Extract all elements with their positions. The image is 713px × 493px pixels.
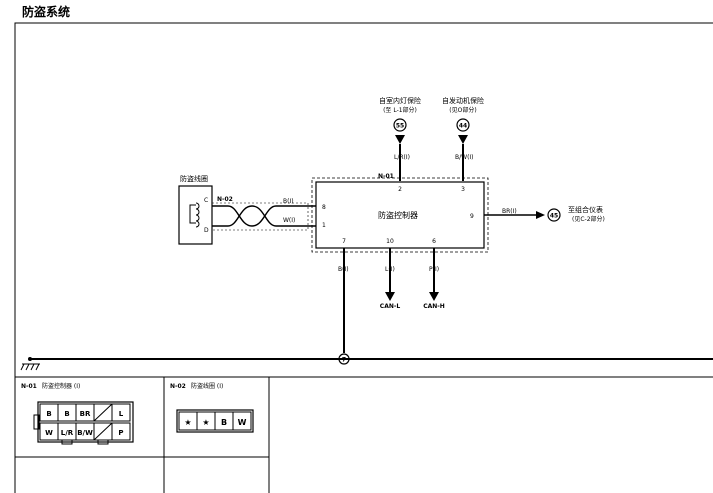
twisted-shield [212, 202, 309, 231]
twisted-pair-wires: B(I) W(I) [212, 198, 316, 231]
controller-title: 防盗控制器 [378, 210, 418, 220]
n01-cell-label: B [46, 410, 51, 418]
n01-latch [33, 414, 40, 430]
n02-cell-label: ★ [184, 418, 191, 427]
n02-housing [176, 409, 254, 433]
combo-arrow-icon [536, 211, 545, 219]
combo-circle-num: 45 [550, 213, 558, 220]
pin-7: 7 [342, 238, 346, 245]
n01-cell [111, 403, 131, 422]
ground-ref-circle [338, 353, 350, 365]
fuse-left-ref-circle [393, 118, 407, 132]
ground-hatch-1 [20, 363, 25, 371]
fuse-right-circle-num: 44 [459, 123, 467, 130]
n01-cell [111, 422, 131, 441]
pin-2: 2 [398, 186, 402, 193]
coil-body [178, 185, 213, 245]
wire-bw-label: B/W(I) [455, 154, 474, 161]
controller-connector-code: N-01 [378, 173, 394, 180]
wire-lr-label: L/R(I) [394, 154, 410, 161]
pin-10: 10 [386, 238, 394, 245]
fuse-left-ref: (至 L-1部分) [383, 106, 417, 114]
diagram-frame [14, 22, 713, 493]
n02-label: 防盗线圈 (I) [191, 382, 223, 390]
wire-w-coil [212, 205, 316, 227]
antitheft-controller: N-01 防盗控制器 2 3 8 1 9 7 10 6 [311, 173, 489, 253]
n02-cell-label: W [238, 418, 247, 427]
pin-1: 1 [322, 222, 326, 229]
n01-cell-label: B [64, 410, 69, 418]
n01-label: 防盗控制器 (I) [42, 382, 80, 390]
wire-b-top-label: B(I) [283, 198, 294, 205]
n01-code: N-01 [21, 383, 37, 390]
page-title: 防盗系统 [22, 4, 70, 19]
n02-cell [232, 411, 252, 431]
output-combo-meter: BR(I) 45 至组合仪表 (见C-2部分) [484, 205, 605, 223]
fuse-left-arrow-icon [395, 135, 405, 144]
coil-pin-c: C [204, 197, 208, 204]
wire-p-label: P(I) [429, 266, 439, 273]
coil-symbol-icon [189, 204, 196, 224]
n02-cell-label: B [221, 418, 227, 427]
fuse-right-arrow-icon [458, 135, 468, 144]
ground-hatch-3 [30, 363, 35, 371]
ground-node [28, 357, 32, 361]
ground-hatch-4 [35, 363, 40, 371]
fuse-right-title: 自发动机保险 [442, 96, 484, 105]
ground-hatch-2 [25, 363, 30, 371]
combo-title: 至组合仪表 [568, 205, 603, 214]
pin-3: 3 [461, 186, 465, 193]
wire-w-label: W(I) [283, 217, 295, 224]
wire-b-coil [212, 205, 316, 227]
n01-empty-cell-slash [93, 422, 113, 441]
n02-cell-label: ★ [202, 418, 209, 427]
coil-connector-code: N-02 [217, 196, 233, 203]
wire-b-bottom-label: B(I) [338, 266, 349, 273]
fuse-source-right: 自发动机保险 (见O部分) 44 B/W(I) [442, 96, 484, 181]
bottom-wires: B(I) L(I) CAN-L P(I) CAN-H [338, 248, 445, 353]
antitheft-coil: 防盗线圈 C D N-02 [178, 174, 233, 245]
n01-cell-label: BR [80, 410, 91, 418]
coil-pin-d: D [204, 227, 209, 234]
n01-housing [37, 401, 134, 443]
pin-9: 9 [470, 213, 474, 220]
n01-cell-label: L [119, 410, 124, 418]
pin-8: 8 [322, 204, 326, 211]
pin-6: 6 [432, 238, 436, 245]
can-h-label: CAN-H [423, 303, 445, 310]
coil-title: 防盗线圈 [180, 174, 208, 183]
fuse-source-left: 自室内灯保险 (至 L-1部分) 55 L/R(I) [379, 96, 421, 181]
can-l-arrow-icon [385, 292, 395, 301]
n02-cells: ★ ★ B W [178, 411, 252, 431]
n01-cell-label: B/W [77, 429, 93, 437]
fuse-right-ref-circle [456, 118, 470, 132]
n01-empty-cell-slash [93, 403, 113, 422]
wire-l-label: L(I) [385, 266, 395, 273]
n02-connector-face: ★ ★ B W [176, 409, 254, 433]
n01-cell-label: P [118, 429, 123, 437]
n01-cell-label: W [45, 429, 53, 437]
can-l-label: CAN-L [380, 303, 401, 310]
fuse-right-ref: (见O部分) [449, 106, 476, 114]
ground-bus: 7 [20, 353, 713, 371]
coil-winding-icon [195, 202, 200, 228]
wire-br-label: BR(I) [502, 208, 517, 215]
n02-code: N-02 [170, 383, 186, 390]
combo-ref: (见C-2部分) [572, 215, 605, 223]
fuse-left-title: 自室内灯保险 [379, 96, 421, 105]
ground-circle-num: 7 [342, 357, 346, 364]
combo-ref-circle [547, 208, 561, 222]
n01-cell-label: L/R [61, 429, 74, 437]
can-h-arrow-icon [429, 292, 439, 301]
fuse-left-circle-num: 55 [396, 123, 404, 130]
